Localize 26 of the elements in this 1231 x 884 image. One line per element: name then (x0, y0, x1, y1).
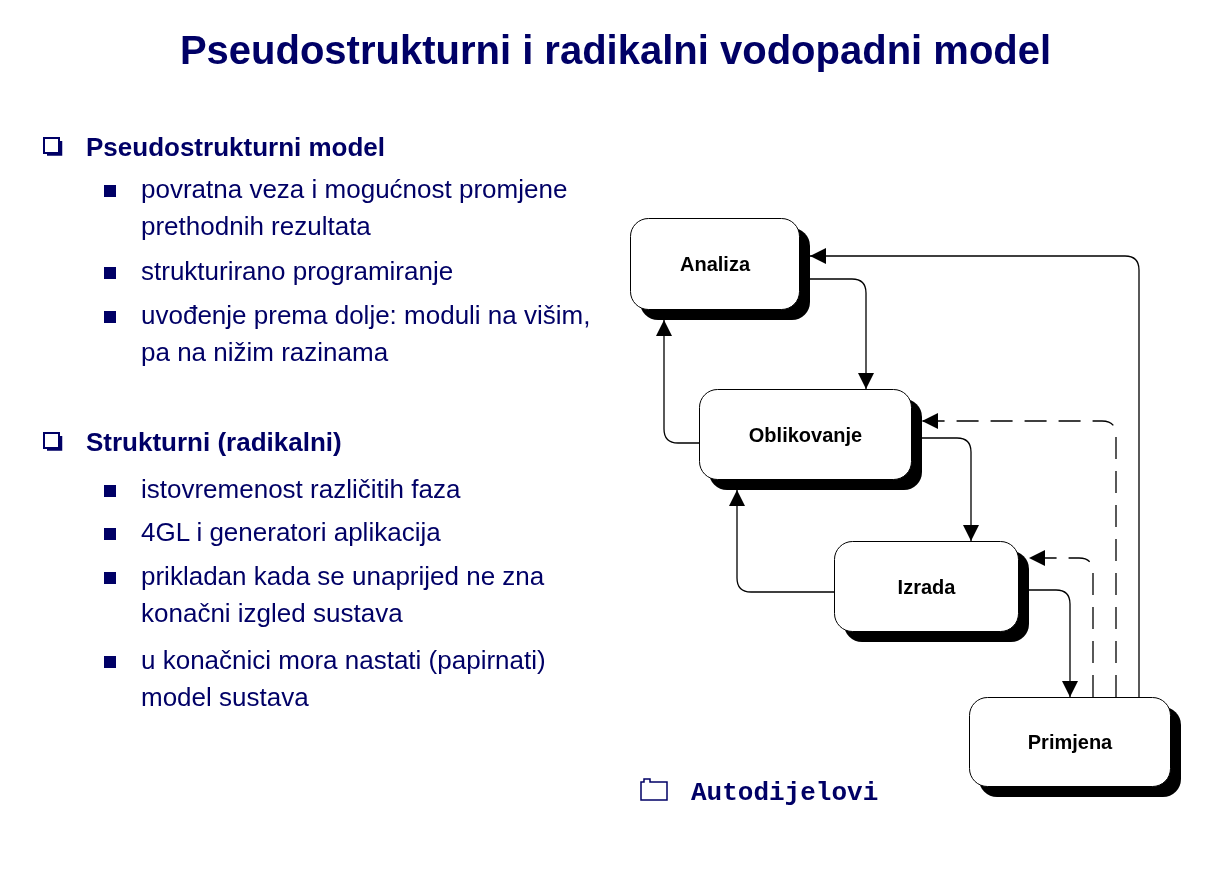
arrow (809, 278, 874, 390)
bullet-text: strukturirano programiranje (141, 255, 455, 288)
section-heading: Strukturni (radikalni) (86, 426, 343, 459)
bullet-text: u konačnici mora nastati (papirnati) model sustava (141, 644, 547, 714)
process-box (834, 541, 1029, 642)
arrow (1028, 589, 1078, 698)
box-label: Analiza (680, 252, 750, 276)
bullet-text: prikladan kada se unaprijed ne zna konačni izgled sustava (141, 560, 546, 630)
bullet-text: istovremenost različitih faza (141, 473, 462, 506)
box-label: Izrada (897, 575, 956, 598)
bullet-text: 4GL i generatori aplikacija (141, 516, 442, 549)
dashed-arrow (921, 413, 1117, 698)
box-label: Oblikovanje (748, 423, 863, 446)
section-heading: Pseudostrukturni model (86, 131, 387, 164)
slide-title: Pseudostrukturni i radikalni vodopadni model (178, 28, 1053, 73)
process-box (630, 218, 810, 320)
process-box (699, 389, 922, 490)
arrow (656, 319, 700, 444)
bullet-text: uvođenje prema dolje: moduli na višim, pa na nižim razinama (141, 299, 592, 369)
dashed-arrow (1028, 550, 1094, 698)
folder-caption: Autodijelovi (691, 777, 880, 810)
box-label: Primjena (1027, 730, 1113, 754)
arrow (729, 489, 835, 593)
arrow (921, 437, 979, 542)
arrow (809, 248, 1140, 698)
process-box (969, 697, 1181, 797)
